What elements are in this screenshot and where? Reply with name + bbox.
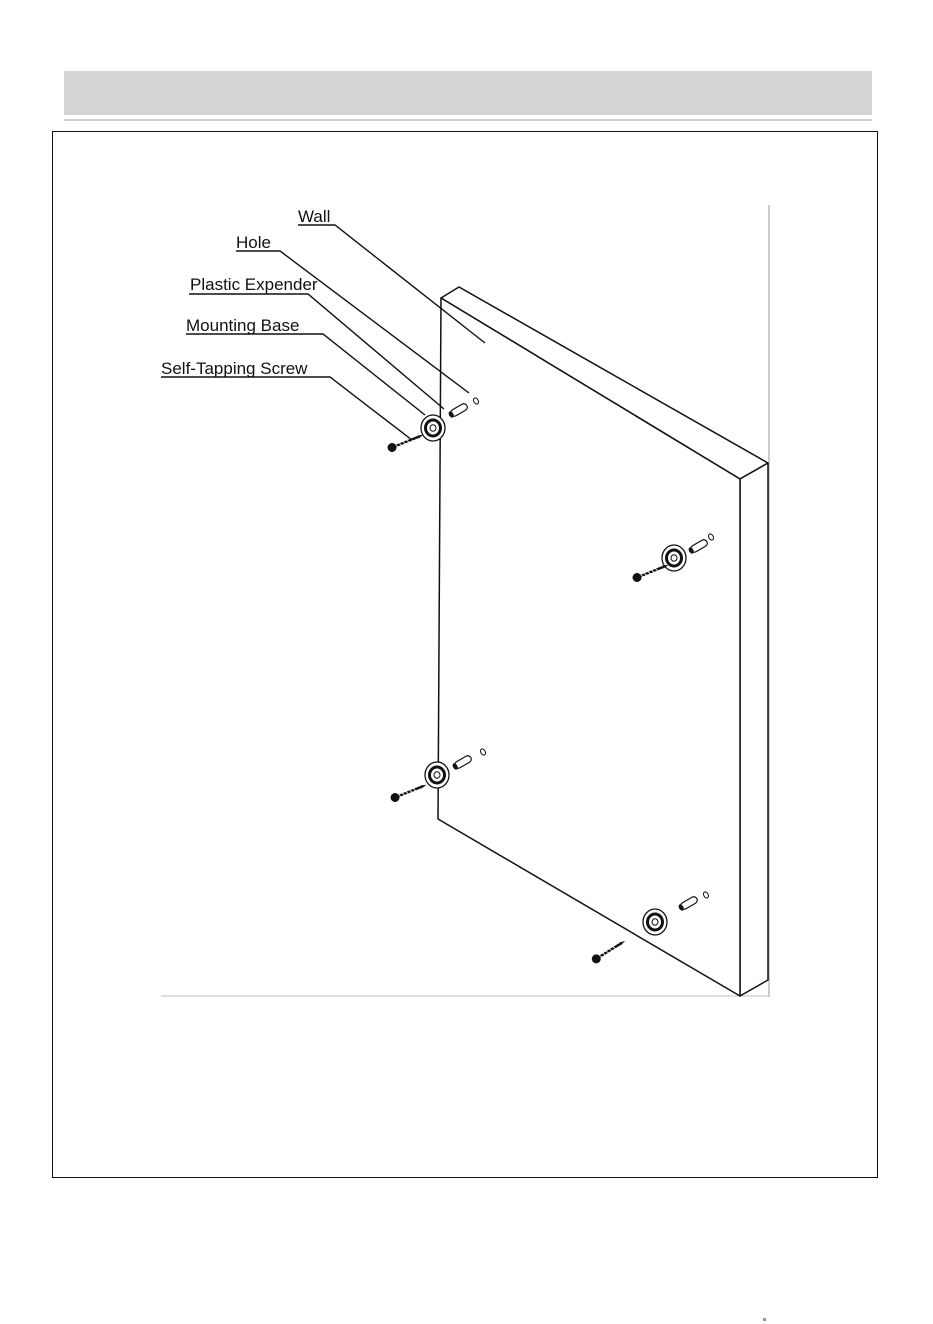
- self-tapping-screw: [590, 937, 627, 965]
- mounting-base: [662, 545, 686, 571]
- self-tapping-screw: [389, 781, 428, 804]
- label-mounting-base: Mounting Base: [186, 316, 299, 335]
- mounting-base: [643, 909, 667, 935]
- label-hole: Hole: [236, 233, 271, 252]
- label-wall: Wall: [298, 207, 330, 226]
- wall-panel: [438, 287, 768, 996]
- page-mark: [763, 1318, 766, 1321]
- mounting-base: [421, 415, 445, 441]
- self-tapping-screw: [386, 431, 425, 454]
- label-self-tapping-screw: Self-Tapping Screw: [161, 359, 308, 378]
- mounting-base: [425, 762, 449, 788]
- label-plastic-expander: Plastic Expender: [190, 275, 318, 294]
